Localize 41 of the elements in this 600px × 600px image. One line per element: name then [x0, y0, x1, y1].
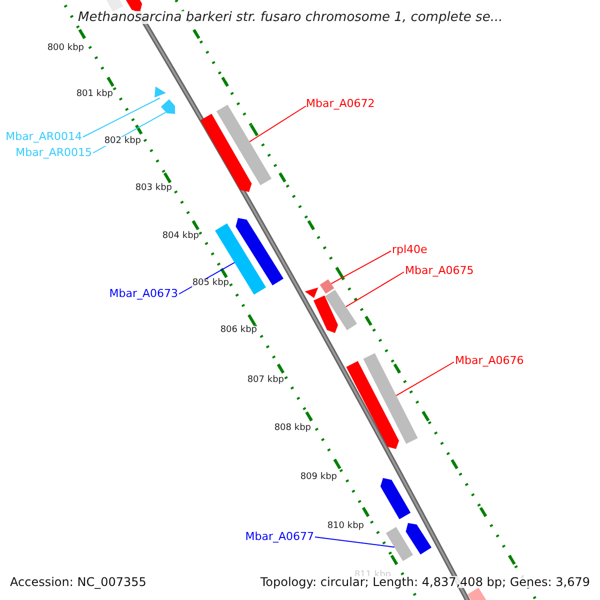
gene-label: Mbar_A0677 — [245, 531, 314, 542]
gene-label: Mbar_AR0015 — [16, 147, 92, 158]
gene-block — [346, 361, 399, 449]
gene-block — [304, 288, 318, 298]
gene-block — [160, 99, 175, 114]
gene-label: Mbar_A0672 — [306, 98, 375, 109]
gene-bar — [325, 290, 357, 330]
scale-label: 803 kbp — [135, 184, 172, 193]
gene-block — [200, 114, 252, 192]
leader-line — [249, 106, 306, 142]
scale-label: 805 kbp — [192, 279, 229, 288]
gene-label: Mbar_A0676 — [455, 355, 524, 366]
scale-label: 801 kbp — [76, 90, 113, 99]
leader-line — [346, 272, 404, 308]
gene-block — [380, 478, 411, 520]
scale-label: 810 kbp — [327, 522, 364, 531]
gene-label: Mbar_A0675 — [405, 265, 474, 276]
scale-label: 804 kbp — [162, 232, 199, 241]
gene-bar — [216, 104, 272, 186]
gene-block — [236, 218, 284, 286]
gene-block — [154, 86, 166, 98]
gene-label: rpl40e — [392, 244, 428, 255]
scale-label: 800 kbp — [47, 44, 84, 53]
leader-line — [82, 98, 160, 138]
scale-label: 802 kbp — [104, 137, 141, 146]
scale-label: 809 kbp — [300, 473, 337, 482]
gene-label: Mbar_A0673 — [109, 288, 178, 299]
accession-label: Accession: NC_007355 — [10, 576, 146, 588]
scale-label: 806 kbp — [220, 326, 257, 335]
leader-line — [314, 536, 395, 548]
scale-label: 807 kbp — [247, 376, 284, 385]
gene-block — [406, 523, 432, 554]
gene-bar — [215, 223, 266, 295]
gene-block — [314, 296, 338, 333]
scale-label: 808 kbp — [274, 424, 311, 433]
gene-bar — [386, 526, 414, 562]
leader-line — [330, 250, 392, 284]
title: Methanosarcina barkeri str. fusaro chromosome 1, complete se... — [78, 11, 503, 24]
gene-label: Mbar_AR0014 — [6, 131, 82, 142]
gene-bar — [363, 353, 418, 444]
leader-line — [396, 362, 454, 396]
